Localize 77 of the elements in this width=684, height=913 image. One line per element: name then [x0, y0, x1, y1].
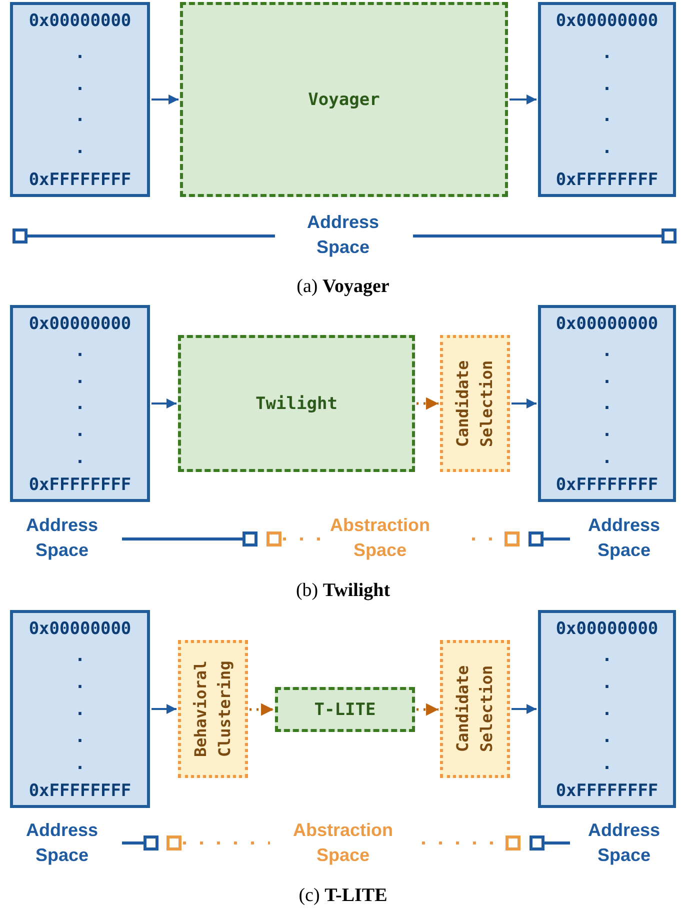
address-label: 0x00000000	[28, 314, 132, 334]
range-label: Address Space	[24, 819, 100, 867]
ellipsis-dot: .	[74, 646, 86, 666]
ellipsis-dot: .	[602, 754, 612, 774]
panel-caption: (b) Twilight	[294, 580, 392, 602]
process-box	[178, 640, 248, 778]
panel-caption: (c) T-LITE	[298, 885, 388, 907]
process-box	[440, 335, 510, 472]
ellipsis-dot: .	[74, 138, 86, 158]
address-label: 0x00000000	[28, 619, 132, 639]
ellipsis-dot: .	[602, 340, 612, 361]
model-box	[275, 687, 415, 732]
arrow	[416, 703, 438, 716]
ellipsis-dot: .	[602, 106, 612, 126]
arrow	[152, 704, 176, 714]
arrow	[510, 94, 536, 104]
box-label: Twilight	[256, 394, 338, 414]
ellipsis-dot: .	[74, 421, 86, 442]
process-box	[440, 640, 510, 778]
ellipsis-dot: .	[74, 727, 86, 747]
ellipsis-dot: .	[74, 106, 86, 126]
range-label: Abstraction Space	[328, 514, 431, 562]
ellipsis-dot: .	[602, 700, 612, 720]
address-label: 0x00000000	[556, 314, 658, 334]
address-label: 0xFFFFFFFF	[556, 781, 658, 801]
range-label: Abstraction Space	[292, 819, 394, 867]
ellipsis-dot: .	[602, 394, 612, 414]
ellipsis-dot: .	[602, 74, 612, 95]
range-label: Address Space	[306, 211, 380, 259]
ellipsis-dot: .	[74, 754, 86, 774]
ellipsis-dot: .	[74, 340, 86, 361]
memory-block	[10, 610, 150, 808]
ellipsis-dot: .	[602, 42, 612, 63]
memory-block	[10, 2, 150, 197]
ellipsis-dot: .	[74, 394, 86, 414]
ellipsis-dot: .	[74, 368, 86, 388]
range-label: Address Space	[586, 514, 662, 562]
arrow	[416, 397, 438, 410]
arrow	[250, 703, 274, 716]
panel-caption: (a) Voyager	[296, 276, 390, 298]
address-label: 0xFFFFFFFF	[556, 170, 658, 190]
address-label: 0xFFFFFFFF	[28, 781, 132, 801]
address-label: 0x00000000	[28, 11, 132, 31]
box-label: T-LITE	[314, 700, 376, 720]
range-label: Address Space	[586, 819, 662, 867]
ellipsis-dot: .	[74, 74, 86, 95]
ellipsis-dot: .	[74, 42, 86, 63]
memory-block	[538, 305, 676, 502]
ellipsis-dot: .	[602, 646, 612, 666]
range-label: Address Space	[24, 514, 100, 562]
ellipsis-dot: .	[602, 727, 612, 747]
address-label: 0x00000000	[556, 11, 658, 31]
model-box	[178, 335, 415, 472]
address-label: 0xFFFFFFFF	[556, 474, 658, 495]
ellipsis-dot: .	[602, 448, 612, 468]
box-label: Behavioral Clustering	[190, 660, 235, 760]
address-label: 0xFFFFFFFF	[28, 170, 132, 190]
ellipsis-dot: .	[602, 421, 612, 442]
ellipsis-dot: .	[602, 673, 612, 693]
memory-block	[538, 610, 676, 808]
ellipsis-dot: .	[74, 673, 86, 693]
arrow	[152, 94, 178, 104]
ellipsis-dot: .	[74, 700, 86, 720]
model-box	[180, 2, 508, 197]
arrow	[512, 704, 536, 714]
arrow	[512, 398, 536, 408]
box-label: Candidate Selection	[452, 664, 497, 754]
memory-block	[538, 2, 676, 197]
ellipsis-dot: .	[602, 368, 612, 388]
box-label: Candidate Selection	[452, 359, 497, 449]
ellipsis-dot: .	[74, 448, 86, 468]
box-label: Voyager	[308, 90, 380, 110]
address-label: 0x00000000	[556, 619, 658, 639]
ellipsis-dot: .	[602, 138, 612, 158]
memory-block	[10, 305, 150, 502]
arrow	[152, 398, 176, 408]
address-label: 0xFFFFFFFF	[28, 474, 132, 495]
